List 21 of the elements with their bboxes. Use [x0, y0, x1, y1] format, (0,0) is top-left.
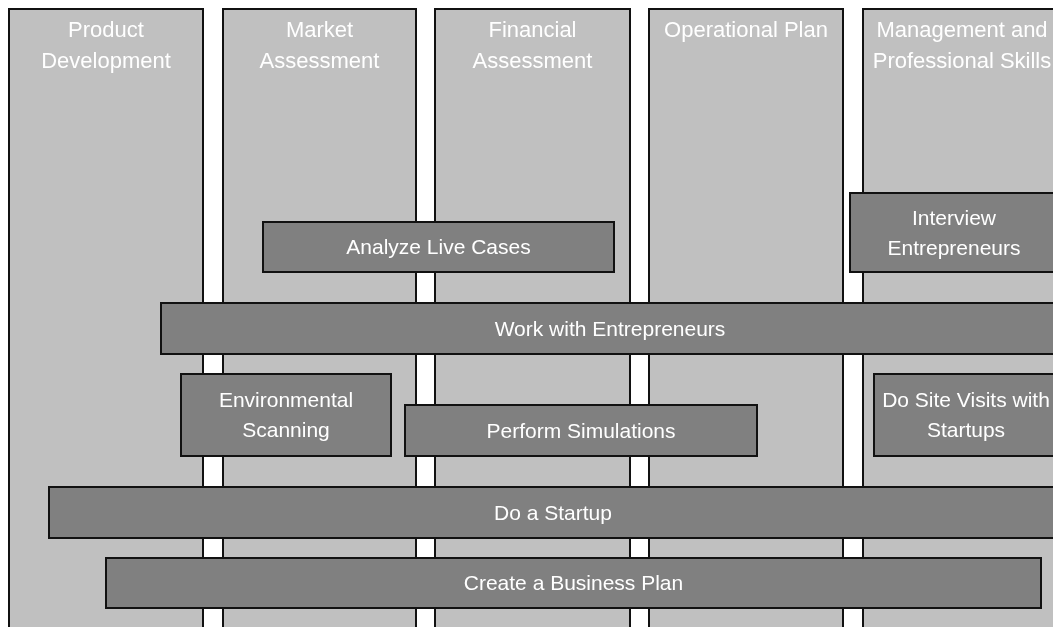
activity-bar [105, 557, 1042, 609]
activity-label: Do a Startup [493, 499, 613, 526]
activity-bar [849, 192, 1053, 273]
column-heading: Financial Assessment [471, 16, 594, 75]
column-heading: Market Assessment [258, 16, 381, 75]
activity-bar [48, 486, 1053, 539]
activity-label: Do Site Visits with Startups [881, 387, 1051, 443]
column-heading: Product Development [40, 16, 172, 75]
activity-bar [180, 373, 392, 457]
activity-label: Perform Simulations [485, 417, 677, 444]
activity-label: Environmental Scanning [217, 387, 355, 443]
activity-label: Work with Entrepreneurs [493, 315, 727, 342]
activity-label: Analyze Live Cases [345, 234, 532, 260]
column-heading: Operational Plan [663, 16, 829, 44]
activity-bar [262, 221, 615, 273]
activity-bar [404, 404, 758, 457]
column-heading: Management and Professional Skills [871, 16, 1053, 75]
activity-label: Create a Business Plan [462, 570, 685, 596]
activity-bar [873, 373, 1053, 457]
activity-label: Interview Entrepreneurs [886, 204, 1022, 261]
activity-bar [160, 302, 1053, 355]
